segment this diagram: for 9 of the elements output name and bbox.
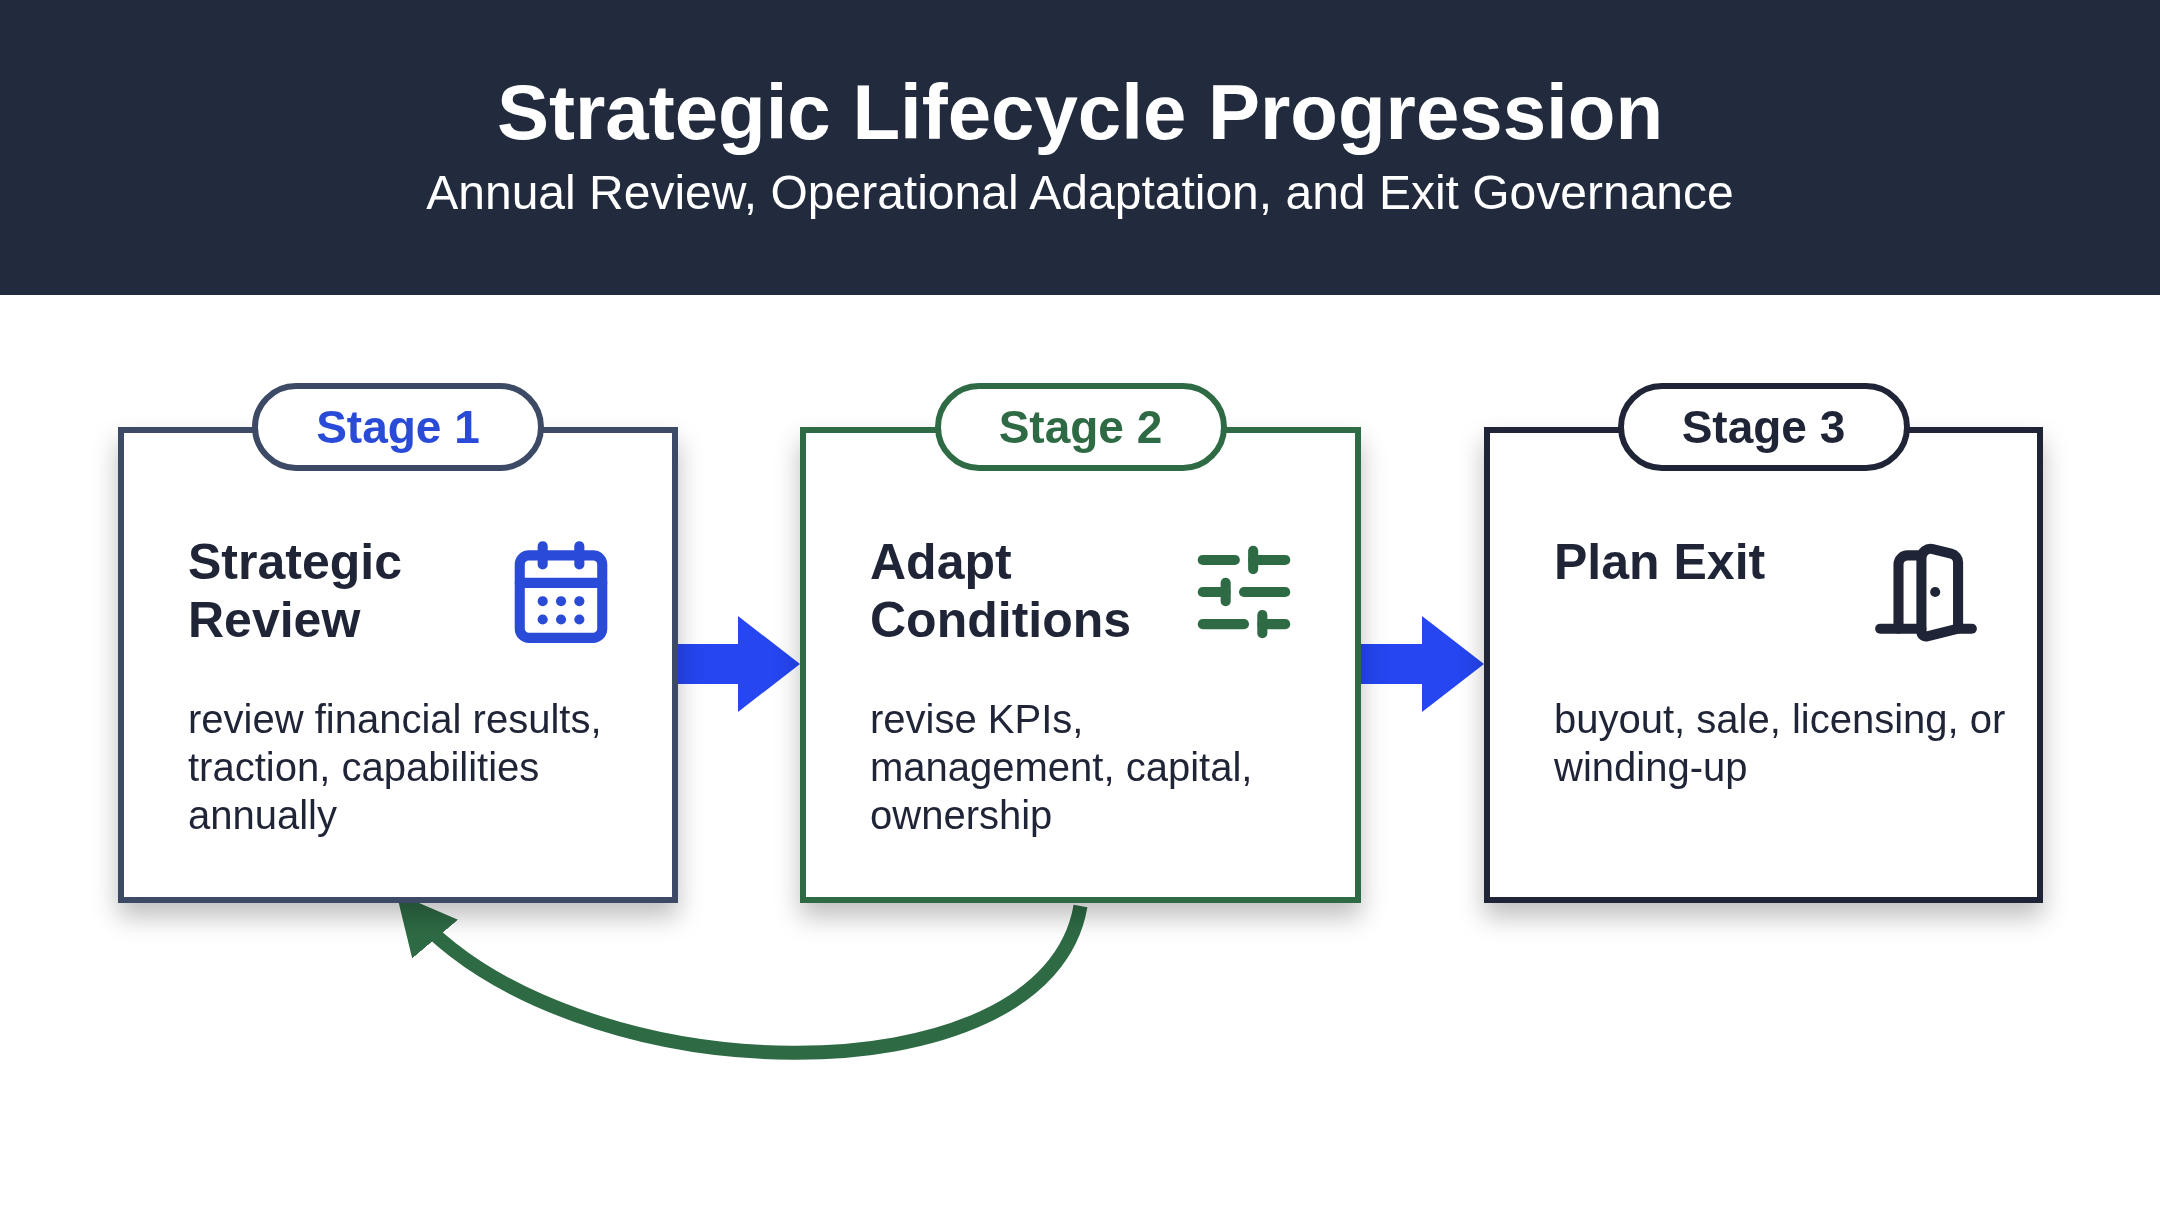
block-arrow [678, 616, 800, 712]
block-arrow [1361, 616, 1484, 712]
stage-description: buyout, sale, licensing, or winding-up [1554, 696, 2007, 791]
stage-description: review financial results, traction, capabilities annually [188, 696, 603, 839]
stage-description: revise KPIs, management, capital, ownership [870, 696, 1254, 839]
subtitle: Annual Review, Operational Adaptation, and Exit Governance [426, 164, 1734, 221]
stage-heading: Strategic Review [188, 533, 403, 649]
stage-heading: Plan Exit [1554, 533, 1767, 591]
stage-heading: Adapt Conditions [870, 533, 1133, 649]
